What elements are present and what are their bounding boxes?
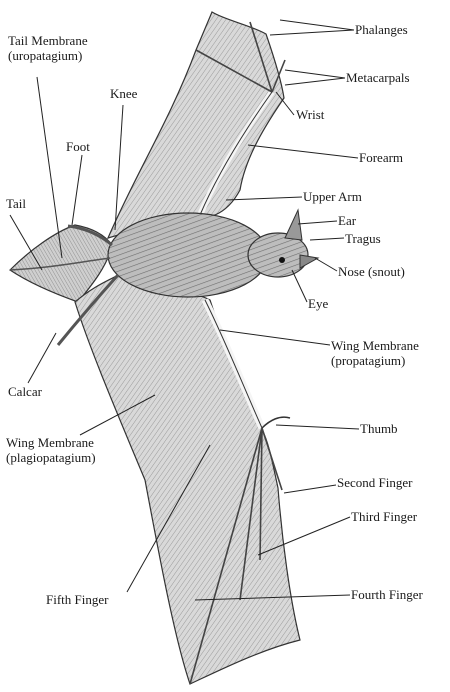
label-wing-membrane-propatagium-line2: (propatagium) [331, 353, 419, 368]
eye-dot [279, 257, 285, 263]
thumb-claw [262, 417, 290, 428]
snout-shape [300, 255, 318, 268]
label-wing-membrane-propatagium-line1: Wing Membrane [331, 338, 419, 353]
label-upper-arm: Upper Arm [303, 189, 362, 204]
label-forearm: Forearm [359, 150, 403, 165]
label-knee: Knee [110, 86, 137, 101]
label-thumb: Thumb [360, 421, 398, 436]
label-fourth-finger: Fourth Finger [351, 587, 423, 602]
label-ear: Ear [338, 213, 356, 228]
label-tail: Tail [6, 196, 26, 211]
label-wing-membrane-propatagium: Wing Membrane (propatagium) [331, 338, 419, 368]
label-wing-membrane-plagiopatagium-line1: Wing Membrane [6, 435, 96, 450]
label-nose: Nose (snout) [338, 264, 405, 279]
label-wrist: Wrist [296, 107, 324, 122]
bat-body [108, 213, 268, 297]
ear-shape [285, 210, 302, 240]
label-metacarpals: Metacarpals [346, 70, 410, 85]
label-phalanges: Phalanges [355, 22, 408, 37]
label-wing-membrane-plagiopatagium: Wing Membrane (plagiopatagium) [6, 435, 96, 465]
label-tail-membrane: Tail Membrane (uropatagium) [8, 33, 88, 63]
label-wing-membrane-plagiopatagium-line2: (plagiopatagium) [6, 450, 96, 465]
label-calcar: Calcar [8, 384, 42, 399]
label-eye: Eye [308, 296, 328, 311]
label-tragus: Tragus [345, 231, 381, 246]
label-third-finger: Third Finger [351, 509, 417, 524]
label-fifth-finger: Fifth Finger [46, 592, 108, 607]
label-second-finger: Second Finger [337, 475, 412, 490]
label-tail-membrane-line1: Tail Membrane [8, 33, 88, 48]
label-tail-membrane-line2: (uropatagium) [8, 48, 88, 63]
label-foot: Foot [66, 139, 90, 154]
